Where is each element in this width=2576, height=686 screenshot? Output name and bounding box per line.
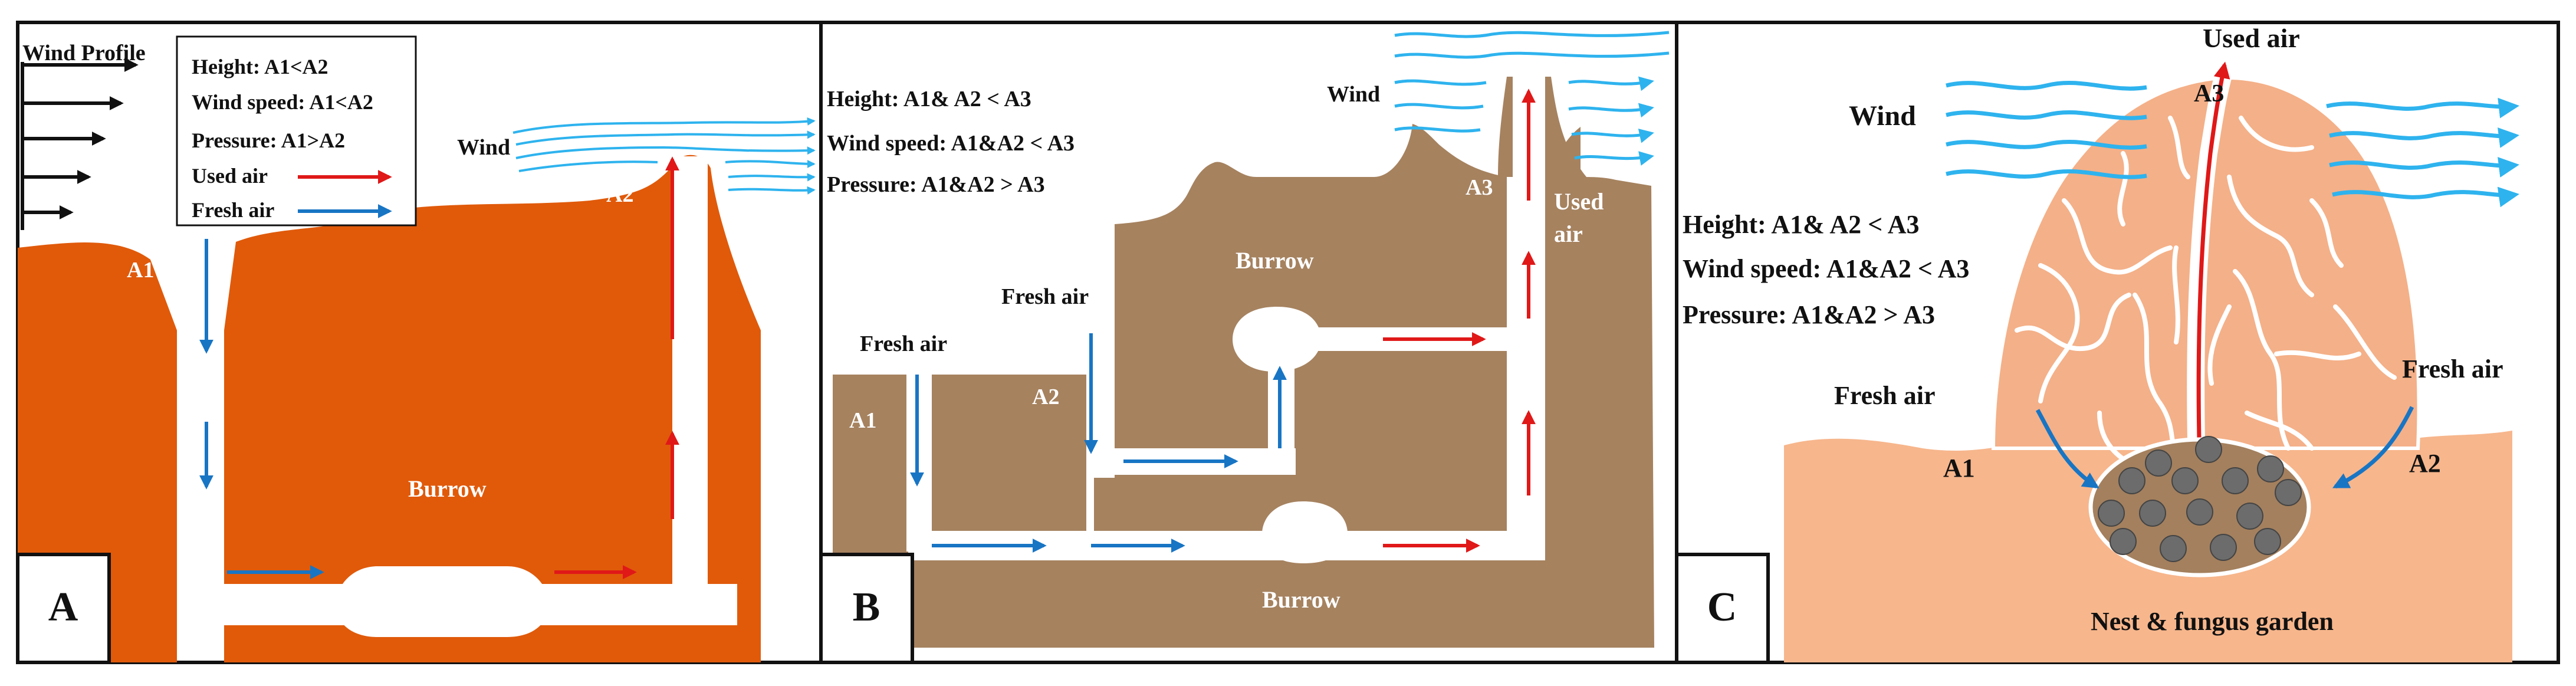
panel-b-fresh-air-arrows	[910, 333, 1287, 553]
panel-c: Used air A3 Wind Height: A1& A2 < A3 Win…	[1675, 21, 2560, 664]
panel-b-a3-label: A3	[1466, 175, 1493, 200]
panel-a-used-air-arrows	[554, 156, 679, 579]
panel-a-letter-box	[16, 553, 111, 664]
panel-b-fresh-air-2: Fresh air	[1001, 284, 1089, 309]
panel-b-lower-burrow-chamber	[1262, 501, 1348, 563]
panel-c-letter-box	[1675, 553, 1770, 664]
panel-b-wind-lines	[1394, 31, 1670, 166]
panel-b-chimney-right	[1545, 77, 1586, 177]
panel-b-wind-label: Wind	[1327, 82, 1380, 107]
panel-b-wind-speed: Wind speed: A1&A2 < A3	[827, 131, 1075, 156]
panel-a-a1-label: A1	[127, 258, 154, 283]
panel-b-used-air-arrows	[1383, 88, 1536, 553]
wind-profile-arrows	[21, 58, 139, 230]
panel-c-a3-label: A3	[2194, 80, 2224, 107]
panel-b-a2-label: A2	[1032, 385, 1059, 409]
legend-pressure: Pressure: A1>A2	[192, 129, 345, 152]
panel-b-a1-block	[833, 375, 906, 569]
panel-b-chimney	[1498, 77, 1513, 177]
panel-b-letter: B	[853, 585, 880, 630]
panel-c-pressure: Pressure: A1&A2 > A3	[1683, 300, 1935, 329]
panel-a-ground-main	[224, 155, 761, 662]
legend-wind-speed: Wind speed: A1<A2	[192, 90, 373, 114]
wind-profile-label: Wind Profile	[22, 41, 146, 65]
panel-b-upper-burrow-chamber	[1233, 307, 1321, 372]
panel-c-wind-lines	[1946, 80, 2519, 208]
panel-b-burrow-top-label: Burrow	[1236, 247, 1314, 274]
legend-fresh-air: Fresh air	[192, 198, 274, 222]
panel-a-wind-lines	[512, 117, 816, 195]
panel-c-a2-label: A2	[2409, 449, 2441, 478]
panel-c-nest-label: Nest & fungus garden	[2091, 607, 2334, 636]
panel-c-used-air-label: Used air	[2203, 23, 2300, 53]
panel-a-burrow-label: Burrow	[408, 475, 487, 502]
panel-a: Wind Profile Height: A1<A2 Wind speed: A…	[16, 21, 823, 664]
panel-b-ground-main	[833, 124, 1507, 569]
panel-b-used-air-line2: air	[1554, 221, 1583, 247]
panel-c-fresh-air-arrows	[2035, 406, 2414, 489]
panel-c-letter: C	[1707, 585, 1737, 630]
panel-b-letter-box	[819, 553, 914, 664]
panel-a-wind-label: Wind	[457, 135, 510, 160]
panel-c-wind-label: Wind	[1849, 100, 1916, 132]
panel-b-ground-lower	[911, 127, 1654, 648]
legend-used-air: Used air	[192, 164, 268, 188]
panel-b: Height: A1& A2 < A3 Wind speed: A1&A2 < …	[819, 21, 1678, 664]
panel-b-used-air-line1: Used	[1554, 188, 1604, 215]
panel-b-fresh-air-1: Fresh air	[860, 331, 947, 356]
panel-b-burrow-bottom-label: Burrow	[1262, 586, 1340, 613]
panel-c-used-air-arrow	[2196, 61, 2230, 467]
panel-b-a1-label: A1	[849, 408, 876, 433]
panel-a-legend-box	[176, 35, 417, 227]
panel-a-fresh-air-arrows	[199, 239, 324, 579]
panel-c-height: Height: A1& A2 < A3	[1683, 210, 1920, 239]
panel-a-burrow-chamber	[336, 566, 548, 637]
panel-c-a1-label: A1	[1943, 454, 1975, 483]
panel-c-fungus-garden	[2098, 436, 2302, 562]
panel-b-pressure: Pressure: A1&A2 > A3	[827, 172, 1045, 197]
legend-height: Height: A1<A2	[192, 55, 328, 78]
panel-c-ground	[1784, 438, 2041, 662]
panel-a-letter: A	[48, 585, 78, 630]
panel-a-a2-label: A2	[606, 182, 633, 207]
panel-b-height: Height: A1& A2 < A3	[827, 87, 1031, 111]
panel-c-wind-speed: Wind speed: A1&A2 < A3	[1683, 254, 1969, 283]
panel-c-fresh-air-left: Fresh air	[1834, 381, 1936, 410]
panel-a-tunnels	[189, 156, 737, 637]
panel-c-fresh-air-right: Fresh air	[2402, 355, 2503, 383]
